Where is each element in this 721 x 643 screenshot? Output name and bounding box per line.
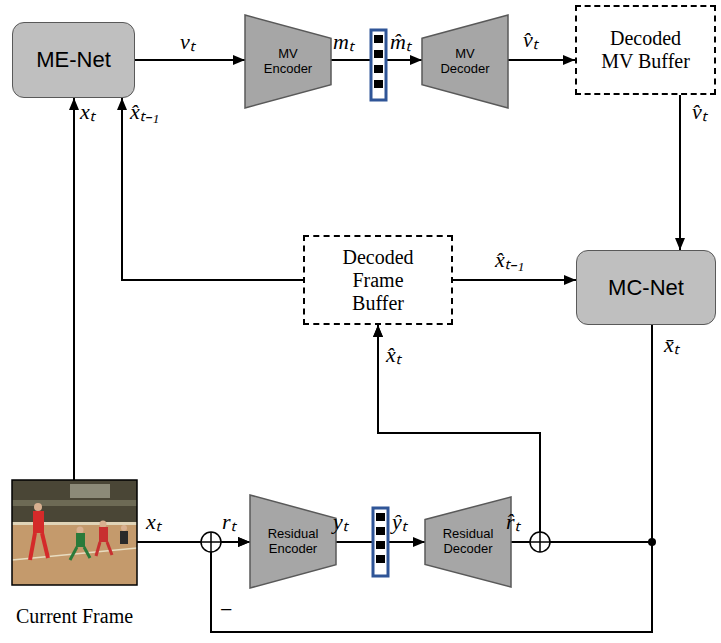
input-frame: Current Frame: [12, 480, 137, 628]
trapezoid-shape: [425, 497, 511, 587]
signal-label: x̄ₜ: [664, 333, 679, 357]
flow-arrow: [679, 95, 681, 250]
network-box: ME-Net: [12, 22, 135, 98]
network-box: MC-Net: [576, 250, 716, 325]
flow-arrow: [122, 98, 303, 280]
frame-picture: [12, 480, 137, 585]
decoder-trapezoid: Residual Decoder: [425, 497, 511, 587]
signal-label: v̂ₜ: [692, 100, 707, 124]
node-label: Residual Encoder: [263, 527, 323, 557]
node-label: MV Decoder: [435, 47, 495, 77]
node-label: MC-Net: [608, 275, 684, 300]
node-label: Residual Decoder: [438, 527, 498, 557]
quantizer-bar: [371, 30, 386, 100]
node-label: ME-Net: [36, 47, 111, 72]
node-label: MV Encoder: [258, 47, 318, 77]
buffer-box: Decoded MV Buffer: [575, 5, 716, 95]
signal-label: x̂ₜ: [386, 343, 401, 367]
add-operator: [530, 532, 550, 552]
node-label: Decoded MV Buffer: [601, 27, 691, 73]
signal-label: rₜ: [222, 510, 236, 534]
flow-arrow: [378, 325, 652, 542]
signal-label: x̂ₜ₋₁: [495, 248, 524, 272]
flow-arrow: [135, 59, 245, 61]
trapezoid-shape: [250, 495, 336, 588]
node-label: Decoded Frame Buffer: [333, 246, 423, 315]
signal-label: mₜ: [333, 30, 354, 54]
signal-label: v̂ₜ: [523, 28, 538, 52]
encoder-trapezoid: Residual Encoder: [250, 495, 336, 588]
signal-label: xₜ: [146, 510, 161, 534]
signal-label: yₜ: [333, 510, 348, 534]
signal-label: r̂ₜ: [506, 510, 520, 534]
signal-label: −: [220, 598, 232, 622]
signal-label: xₜ: [80, 100, 95, 124]
connector-layer: [74, 60, 680, 632]
buffer-box: Decoded Frame Buffer: [303, 235, 453, 325]
quantizer-bar: [373, 508, 388, 576]
decoder-trapezoid: MV Decoder: [422, 15, 508, 108]
flow-arrow: [508, 59, 575, 61]
trapezoid-shape: [422, 15, 508, 108]
junction-dot: [648, 538, 656, 546]
signal-label: m̂ₜ: [390, 30, 411, 54]
signal-label: x̂ₜ₋₁: [130, 100, 159, 124]
trapezoid-shape: [245, 15, 331, 108]
encoder-trapezoid: MV Encoder: [245, 15, 331, 108]
flow-arrow: [211, 325, 652, 632]
signal-label: vₜ: [180, 30, 195, 54]
flow-arrow: [453, 279, 576, 281]
frame-caption: Current Frame: [16, 605, 133, 628]
flow-arrow: [73, 98, 75, 480]
signal-label: ŷₜ: [392, 510, 407, 534]
subtract-operator: [201, 532, 221, 552]
